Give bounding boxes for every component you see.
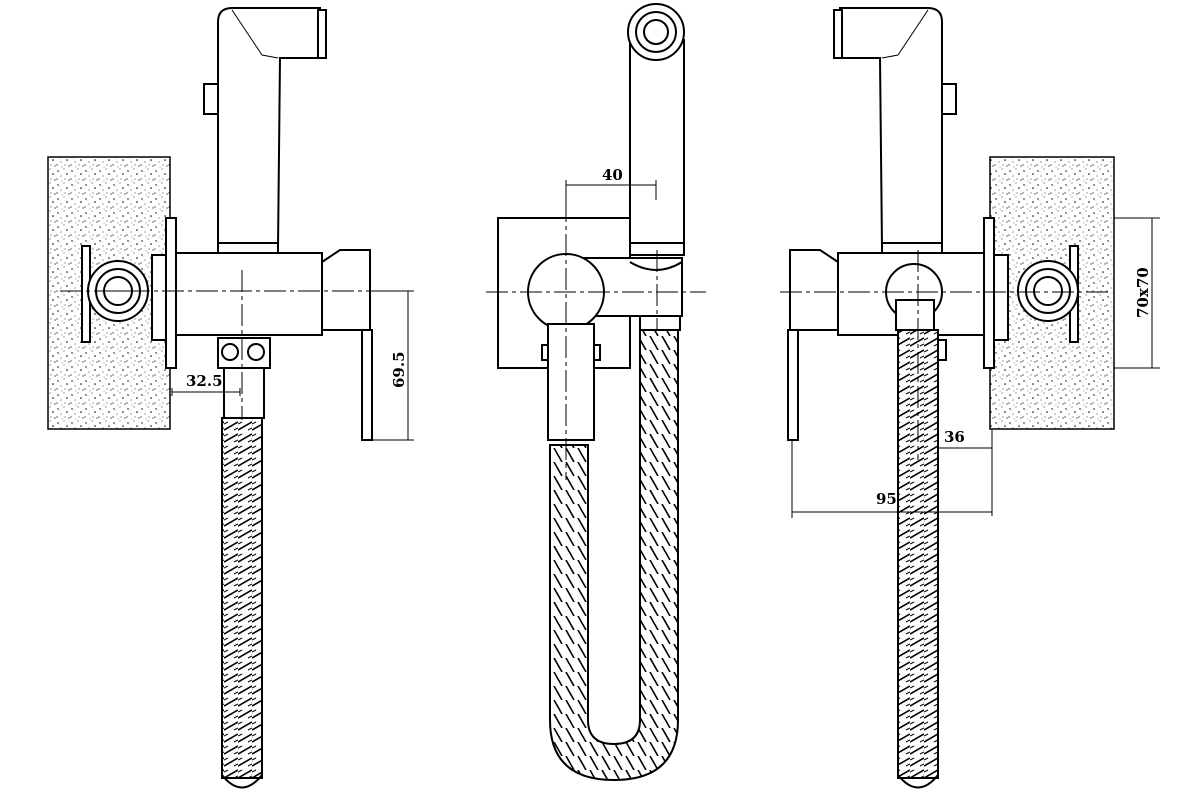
- wall-plate-right: [983, 217, 995, 369]
- lever-handle-right: [789, 249, 839, 331]
- valve-body-left: [175, 252, 323, 336]
- hose-front: [549, 329, 679, 782]
- dimension-40: 40: [602, 166, 623, 184]
- dimension-70x70: 70x70: [1134, 267, 1152, 318]
- dimension-69-5: 69.5: [390, 351, 408, 388]
- handset-right: [839, 7, 943, 249]
- dimension-95: 95: [876, 490, 897, 508]
- dimension-36: 36: [944, 428, 965, 446]
- front-view: 40: [486, 3, 706, 782]
- hose-left: [221, 417, 263, 779]
- left-side-view: 32.5 69.5: [47, 7, 414, 789]
- lever-handle-left: [321, 249, 371, 331]
- handset-front: [629, 39, 685, 249]
- right-side-view: 70x70 36 95: [780, 7, 1160, 789]
- wall-plate-left: [165, 217, 177, 369]
- hose-nut-left: [217, 337, 271, 369]
- dimension-32-5: 32.5: [186, 372, 223, 390]
- handset-left: [217, 7, 321, 249]
